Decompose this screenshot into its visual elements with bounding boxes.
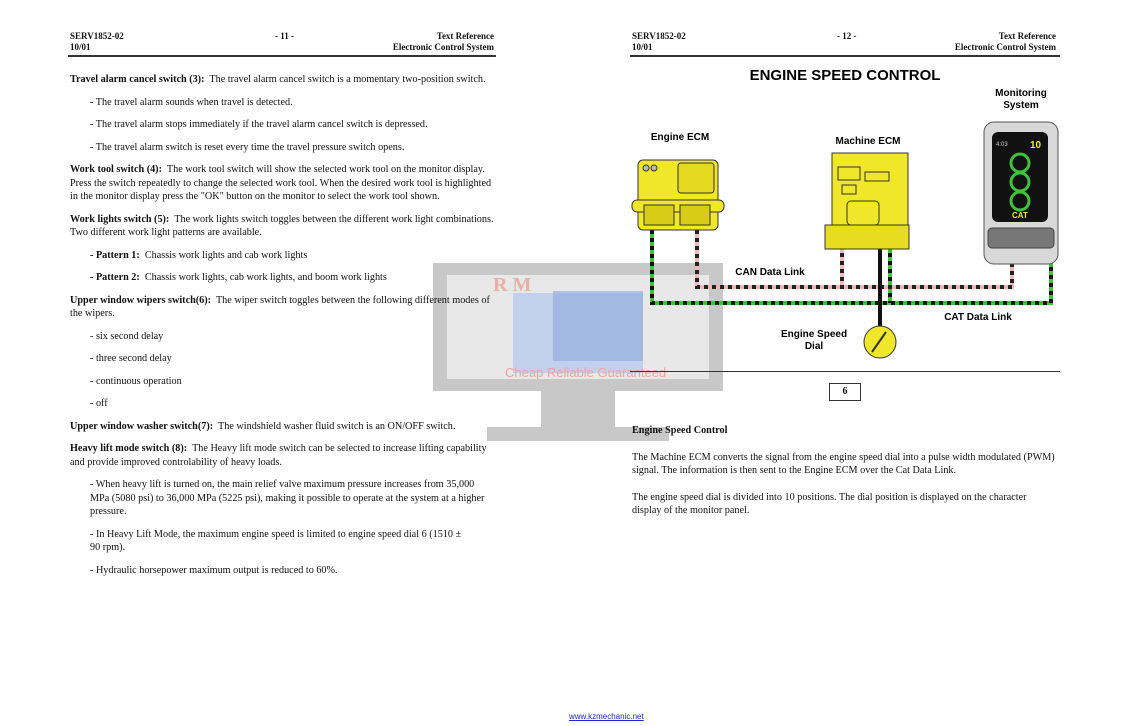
section-heading: Engine Speed Control	[632, 425, 728, 436]
footer-link[interactable]: www.kzmechanic.net	[569, 712, 644, 721]
cat-data-link-wire	[650, 230, 1053, 305]
can-data-link-wire	[695, 230, 1014, 289]
header-rule	[630, 55, 1060, 57]
label: - Pattern 1:	[90, 249, 140, 261]
section-washer: Upper window washer switch(7): The winds…	[70, 420, 495, 434]
engine-speed-dial-icon	[863, 325, 897, 359]
section-work-lights: Work lights switch (5): The work lights …	[70, 213, 495, 240]
bullet: - The travel alarm stops immediately if …	[90, 119, 428, 130]
dial-label-2: Dial	[805, 341, 824, 352]
cat-data-link-label: CAT Data Link	[944, 312, 1012, 323]
figure-rule	[630, 371, 1060, 372]
text: Chassis work lights and cab work lights	[144, 249, 308, 261]
body: The work lights switch toggles between t…	[70, 213, 494, 239]
machine-ecm-label: Machine ECM	[835, 136, 900, 147]
pattern-2: - Pattern 2: Chassis work lights, cab wo…	[70, 271, 495, 285]
doc-id: SERV1852-02	[632, 31, 686, 41]
bullet: - The travel alarm sounds when travel is…	[90, 96, 293, 108]
doc-date: 10/01	[70, 42, 91, 52]
monitoring-label-1: Monitoring	[995, 88, 1047, 99]
bullet: - The travel alarm switch is reset every…	[90, 141, 405, 153]
body: The wiper switch toggles between the fol…	[70, 294, 490, 320]
doc-date: 10/01	[632, 42, 653, 52]
right-page-number: - 12 -	[837, 31, 857, 41]
paragraph: The engine speed dial is divided into 10…	[632, 491, 1027, 517]
can-data-link-label: CAN Data Link	[735, 267, 805, 278]
bullet: - continuous operation	[90, 375, 182, 387]
monitor-brand: CAT	[1012, 211, 1028, 220]
body: The Heavy lift mode switch can be select…	[70, 443, 487, 468]
heading: Upper window wipers switch(6):	[70, 294, 212, 306]
body: The travel alarm cancel switch is a mome…	[209, 74, 486, 85]
bullet: - Hydraulic horsepower maximum output is…	[90, 564, 338, 576]
monitor-time: 4:03	[996, 142, 1008, 148]
ref-title: Text Reference	[436, 31, 494, 41]
header-rule	[68, 55, 496, 57]
ref-subtitle: Electronic Control System	[954, 42, 1056, 52]
heading: Heavy lift mode switch (8):	[70, 443, 188, 454]
label: - Pattern 2:	[90, 272, 140, 283]
bullet: - three second delay	[90, 353, 172, 364]
section-travel-alarm: Travel alarm cancel switch (3): The trav…	[70, 73, 495, 87]
heading: Upper window washer switch(7):	[70, 420, 214, 432]
ref-title: Text Reference	[998, 31, 1056, 41]
engine-ecm-icon	[631, 159, 725, 231]
text: Chassis work lights, cab work lights, an…	[144, 272, 387, 283]
left-page-number: - 11 -	[275, 31, 294, 41]
monitoring-system-icon: 4:03 10 CAT	[983, 121, 1059, 265]
bullet: - When heavy lift is turned on, the main…	[90, 479, 485, 517]
body: The windshield washer fluid switch is an…	[218, 420, 456, 432]
bullet: - off	[90, 398, 108, 409]
right-body: Engine Speed Control The Machine ECM con…	[632, 424, 1057, 518]
heading: Work lights switch (5):	[70, 213, 170, 225]
heading: Travel alarm cancel switch (3):	[70, 74, 205, 85]
section-wipers: Upper window wipers switch(6): The wiper…	[70, 294, 495, 321]
heading: Work tool switch (4):	[70, 164, 162, 175]
body: The work tool switch will show the selec…	[70, 164, 492, 202]
bullet: - six second delay	[90, 330, 164, 342]
doc-id: SERV1852-02	[70, 31, 124, 41]
left-body: Travel alarm cancel switch (3): The trav…	[70, 73, 495, 577]
monitor-value: 10	[1030, 140, 1042, 151]
engine-ecm-label: Engine ECM	[651, 132, 709, 143]
section-work-tool: Work tool switch (4): The work tool swit…	[70, 163, 495, 204]
machine-ecm-icon	[824, 152, 910, 250]
pattern-1: - Pattern 1: Chassis work lights and cab…	[70, 249, 495, 263]
diagram-title: ENGINE SPEED CONTROL	[750, 67, 941, 84]
dial-label-1: Engine Speed	[781, 329, 847, 340]
section-heavy-lift: Heavy lift mode switch (8): The Heavy li…	[70, 442, 495, 469]
figure-number: 6	[829, 383, 861, 401]
monitoring-label-2: System	[1003, 100, 1039, 111]
watermark-letters: R M	[493, 274, 531, 296]
engine-speed-diagram: 4:03 10 CAT ENGINE SPEED CONTROL Engine …	[631, 67, 1059, 359]
bullet: - In Heavy Lift Mode, the maximum engine…	[90, 528, 462, 554]
ref-subtitle: Electronic Control System	[392, 42, 494, 52]
paragraph: The Machine ECM converts the signal from…	[632, 451, 1055, 477]
